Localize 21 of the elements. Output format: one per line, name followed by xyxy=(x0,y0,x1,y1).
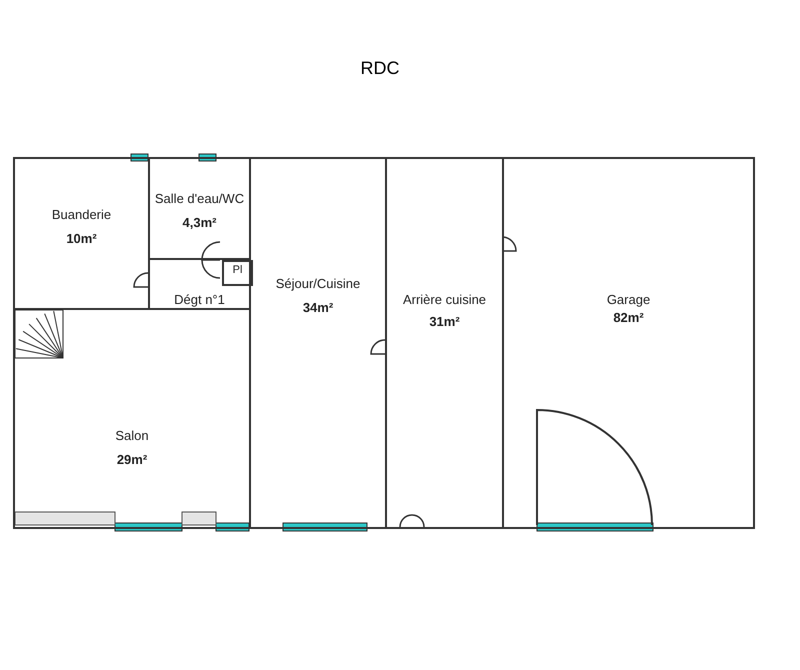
room-area: 10m² xyxy=(15,231,148,246)
room-outline xyxy=(13,157,150,310)
room-area: 82m² xyxy=(504,310,753,325)
room-name: Séjour/Cuisine xyxy=(274,276,362,291)
room-name: Salle d'eau/WC xyxy=(154,191,246,206)
room-name: Buanderie xyxy=(50,207,112,222)
room-area: 34m² xyxy=(251,300,385,315)
room-outline xyxy=(502,157,755,529)
room-outline xyxy=(222,260,253,286)
room-outline xyxy=(13,308,251,529)
room-area: 31m² xyxy=(387,314,502,329)
room-name: Arrière cuisine xyxy=(402,292,488,307)
room-area: 29m² xyxy=(15,452,249,467)
room-name: Pl xyxy=(232,264,244,276)
room-outline xyxy=(249,157,387,529)
room-name: Dégt n°1 xyxy=(173,292,226,307)
room-outline xyxy=(385,157,504,529)
room-area: 4,3m² xyxy=(150,215,249,230)
plan-title: RDC xyxy=(360,58,400,79)
room-name: Salon xyxy=(114,428,150,443)
room-name: Garage xyxy=(606,292,652,307)
